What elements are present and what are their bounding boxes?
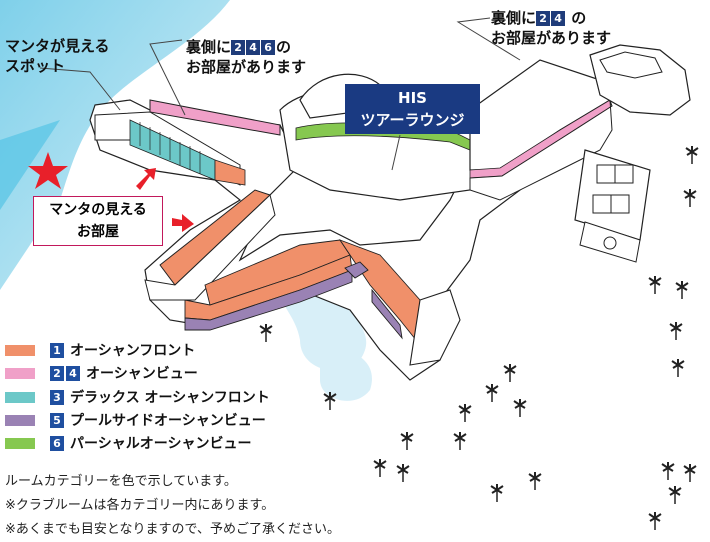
ocean-front-wing <box>149 99 281 136</box>
note-line: ※クラブルームは各カテゴリー内にあります。 <box>5 498 275 513</box>
legend-swatch <box>5 437 35 449</box>
legend-num-badge: 2 <box>50 365 64 381</box>
manta-spot-line2: スポット <box>5 57 66 75</box>
sea-lagoon <box>0 120 60 210</box>
callout-lines <box>39 17 521 171</box>
octagon-lid <box>599 51 663 79</box>
note-line: ※あくまでも目安となりますので、予めご了承ください。 <box>5 522 340 537</box>
his-lounge-label: HIS ツアーラウンジ <box>345 84 480 134</box>
rooms-246-line2: お部屋があります <box>186 58 307 76</box>
legend-num-badge: 1 <box>50 342 64 358</box>
manta-spot-label: マンタが見える スポット <box>5 36 110 76</box>
legend-row: 6 パーシャルオーシャンビュー <box>5 434 251 452</box>
star-icon <box>28 152 68 189</box>
rooms-246-prefix: 裏側に <box>186 38 232 56</box>
rooms-24-suffix: の <box>571 9 587 27</box>
his-lounge-line1: HIS <box>398 89 427 107</box>
room-num-badge: 4 <box>551 11 566 26</box>
manta-room-label: マンタの見える お部屋 <box>33 196 163 246</box>
rooms-246-suffix: の <box>276 38 292 56</box>
palm-tree-icon <box>259 146 699 530</box>
legend-swatch <box>5 344 35 356</box>
rooms-24-line2: お部屋があります <box>491 29 612 47</box>
tennis-court-icon <box>574 149 651 241</box>
note-line: ルームカテゴリーを色で示しています。 <box>5 474 237 489</box>
legend-num-badge: 3 <box>50 389 64 405</box>
legend-row: 1 オーシャンフロント <box>5 341 195 359</box>
manta-spot-line1: マンタが見える <box>5 37 110 55</box>
legend-num-badge: 6 <box>50 435 64 451</box>
his-lounge-line2: ツアーラウンジ <box>360 111 465 129</box>
bottom-building <box>409 289 461 366</box>
manta-room-line2: お部屋 <box>77 224 119 240</box>
legend-label: プールサイドオーシャンビュー <box>70 413 266 429</box>
legend-label: パーシャルオーシャンビュー <box>70 436 252 452</box>
right-wing-side <box>469 79 613 201</box>
diagonal-wing-base <box>144 194 276 301</box>
legend-swatch <box>5 414 35 426</box>
gazebo <box>344 261 369 279</box>
arrow-icon <box>136 168 194 232</box>
legend-swatch <box>5 367 35 379</box>
legend-label: オーシャンビュー <box>86 366 198 382</box>
legend-num-badge: 4 <box>66 365 80 381</box>
deluxe-wing <box>94 111 246 186</box>
legend-label: オーシャンフロント <box>70 343 196 359</box>
room-num-badge: 2 <box>231 40 246 55</box>
legend-row: 3 デラックス オーシャンフロント <box>5 388 270 406</box>
basketball-court-icon <box>579 221 641 263</box>
rooms-24-prefix: 裏側に <box>491 9 537 27</box>
legend-row: 5 プールサイドオーシャンビュー <box>5 411 266 429</box>
legend-label: デラックス オーシャンフロント <box>70 390 270 406</box>
room-num-badge: 4 <box>246 40 261 55</box>
room-num-badge: 2 <box>536 11 551 26</box>
room-num-badge: 6 <box>261 40 276 55</box>
legend-num-badge: 5 <box>50 412 64 428</box>
manta-room-line1: マンタの見える <box>49 202 147 218</box>
legend-swatch <box>5 391 35 403</box>
lagoon-2 <box>320 349 372 401</box>
sea-area <box>0 0 230 290</box>
legend-row: 2 4 オーシャンビュー <box>5 364 198 382</box>
